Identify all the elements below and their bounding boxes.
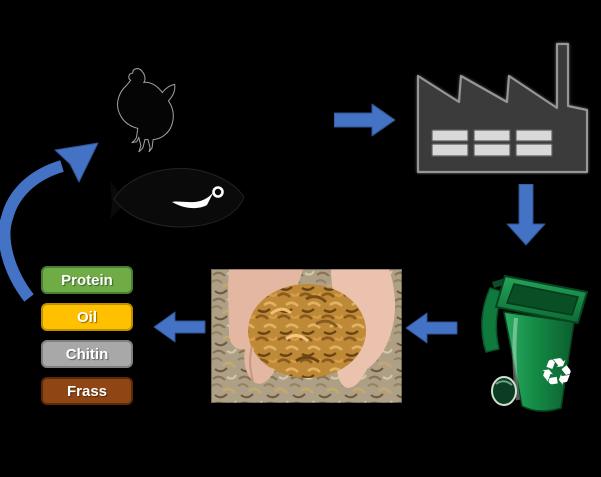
factory-window	[515, 143, 553, 157]
mealworms-photo	[211, 269, 402, 403]
recycling-bin-icon: ♻	[481, 275, 588, 412]
product-oil-label: Oil	[76, 308, 97, 326]
product-frass: Frass	[41, 377, 133, 405]
arrow-factory-to-bin	[506, 184, 546, 246]
factory-icon	[416, 42, 589, 174]
mealworm-pile	[248, 284, 366, 378]
arrow-feed-to-factory	[334, 103, 396, 137]
factory-window	[515, 129, 553, 142]
product-chitin: Chitin	[41, 340, 133, 368]
bin-opening	[505, 283, 579, 316]
product-chitin-label: Chitin	[65, 345, 109, 363]
factory-window	[473, 143, 511, 157]
product-protein: Protein	[41, 266, 133, 294]
product-list: Protein Oil Chitin Frass	[41, 266, 133, 405]
chicken-icon	[117, 68, 176, 153]
product-protein-label: Protein	[61, 271, 113, 289]
factory-window	[431, 143, 469, 157]
fish-icon	[110, 168, 245, 228]
factory-window	[431, 129, 469, 142]
bin-body	[503, 311, 575, 412]
product-frass-label: Frass	[66, 382, 108, 400]
arrow-products-to-feed	[0, 142, 99, 302]
arrow-bin-to-mealworms	[405, 312, 458, 344]
product-oil: Oil	[41, 303, 133, 331]
arrow-mealworms-to-products	[153, 311, 206, 343]
factory-window	[473, 129, 511, 142]
recycle-symbol-icon: ♻	[537, 348, 578, 397]
fish-mouth	[172, 191, 214, 209]
